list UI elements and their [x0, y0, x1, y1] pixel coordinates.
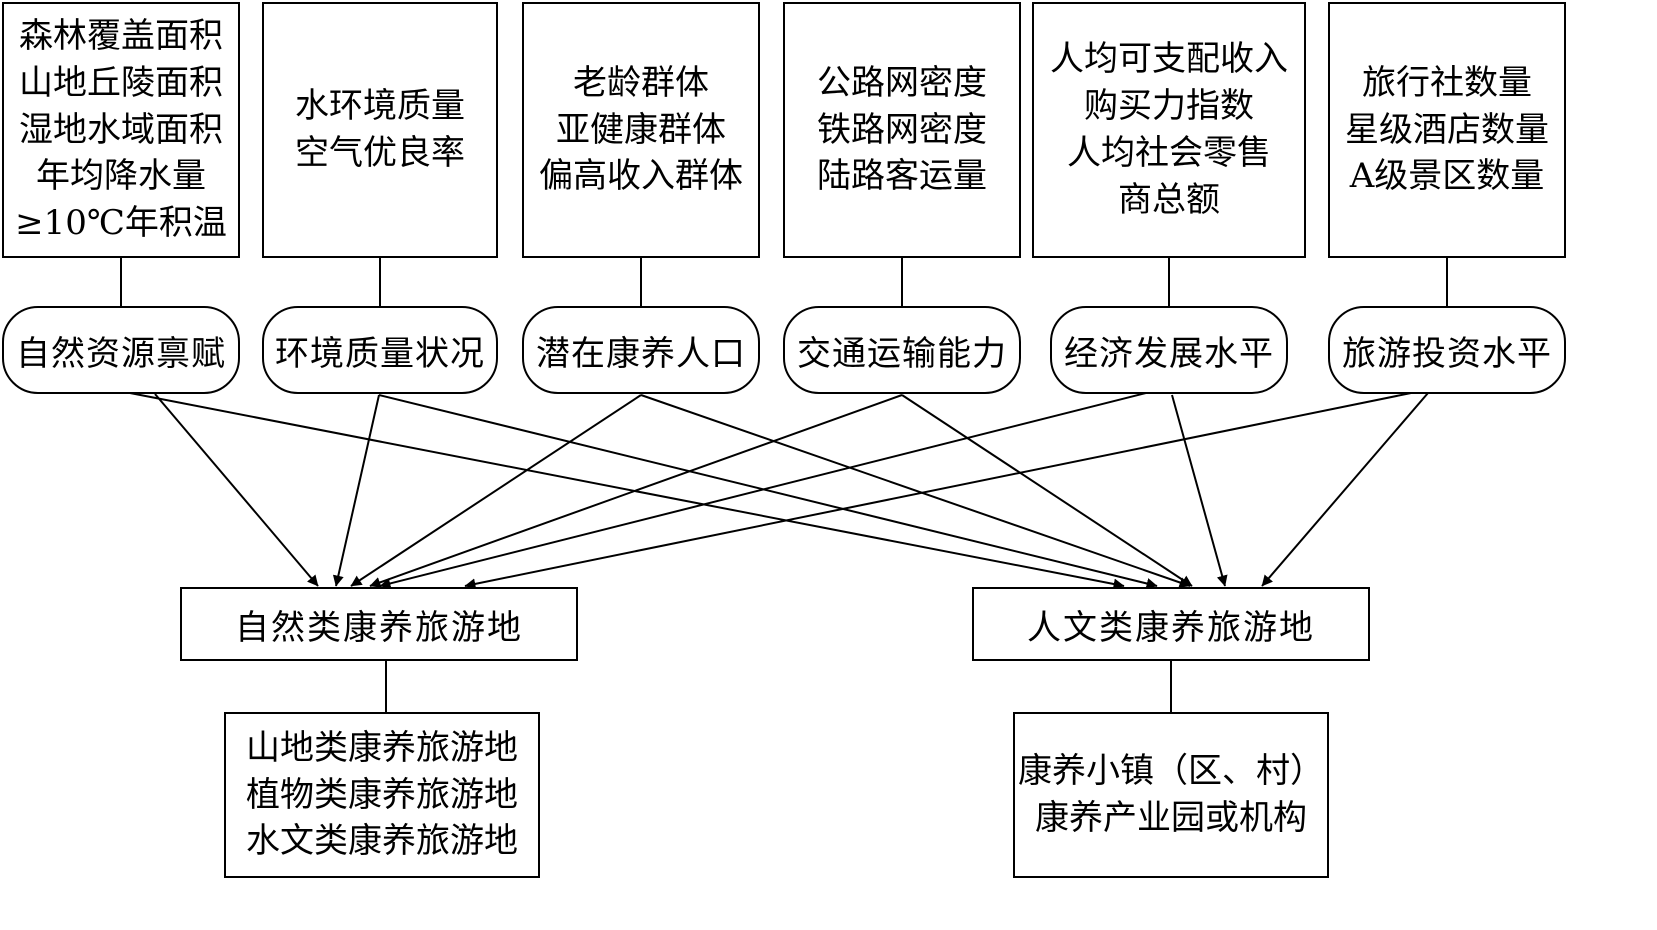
factor-economic-level: 经济发展水平 [1050, 306, 1288, 394]
destination-cultural: 人文类康养旅游地 [972, 587, 1370, 661]
indicator-box-tourism: 旅行社数量 星级酒店数量 A级景区数量 [1328, 2, 1566, 258]
factor-label: 交通运输能力 [797, 333, 1007, 374]
indicator-box-environment: 水环境质量 空气优良率 [262, 2, 498, 258]
factor-environment-quality: 环境质量状况 [262, 306, 498, 394]
indicator-text: 空气优良率 [295, 133, 465, 173]
influence-arrow-4 [350, 394, 642, 587]
destination-label: 自然类康养旅游地 [235, 607, 523, 648]
indicator-text: 偏高收入群体 [539, 156, 743, 197]
indicator-text: 年均降水量 [35, 156, 206, 197]
factor-label: 旅游投资水平 [1342, 333, 1552, 374]
indicator-text: 老龄群体 [573, 62, 709, 103]
indicator-text: A级景区数量 [1349, 156, 1545, 197]
influence-arrow-10 [464, 391, 1417, 590]
factor-tourism-investment: 旅游投资水平 [1328, 306, 1566, 394]
indicator-text: 商总额 [1118, 179, 1220, 220]
influence-arrow-5 [640, 394, 1191, 588]
destination-label: 人文类康养旅游地 [1027, 607, 1315, 648]
influence-arrow-11 [1261, 392, 1429, 587]
indicator-text: 星级酒店数量 [1345, 109, 1549, 150]
factor-potential-population: 潜在康养人口 [522, 306, 760, 394]
influence-arrow-8 [379, 391, 1151, 589]
indicator-text: 铁路网密度 [817, 109, 987, 150]
subtype-text: 水文类康养旅游地 [246, 821, 518, 862]
indicator-text: 人均可支配收入 [1050, 39, 1288, 80]
factor-label: 经济发展水平 [1064, 333, 1274, 374]
subtype-text: 植物类康养旅游地 [246, 774, 518, 815]
indicator-text: 亚健康群体 [556, 109, 726, 150]
indicator-text: 水环境质量 [295, 86, 465, 127]
subtype-box-cultural: 康养小镇（区、村） 康养产业园或机构 [1013, 712, 1329, 878]
destination-natural: 自然类康养旅游地 [180, 587, 578, 661]
indicator-box-economy: 人均可支配收入 购买力指数 人均社会零售 商总额 [1032, 2, 1306, 258]
influence-arrow-3 [378, 394, 1158, 589]
factor-label: 潜在康养人口 [536, 333, 746, 374]
factor-label: 自然资源禀赋 [16, 333, 226, 374]
influence-arrow-2 [332, 394, 380, 587]
indicator-box-natural-resources: 森林覆盖面积 山地丘陵面积 湿地水域面积 年均降水量 ≥10℃年积温 [2, 2, 240, 258]
influence-arrow-9 [1171, 394, 1228, 587]
subtype-box-natural: 山地类康养旅游地 植物类康养旅游地 水文类康养旅游地 [224, 712, 540, 878]
indicator-text: 人均社会零售 [1067, 133, 1271, 173]
indicator-text: 森林覆盖面积 [18, 15, 223, 56]
factor-label: 环境质量状况 [275, 333, 485, 374]
subtype-text: 康养产业园或机构 [1035, 798, 1307, 838]
influence-arrow-7 [901, 394, 1193, 587]
indicator-text: ≥10℃年积温 [15, 203, 227, 244]
influence-arrow-1 [129, 392, 1125, 590]
influence-arrow-0 [154, 393, 319, 587]
indicator-text: 陆路客运量 [817, 156, 987, 197]
influence-arrow-6 [369, 394, 903, 588]
indicator-text: 公路网密度 [817, 62, 987, 103]
subtype-text: 康养小镇（区、村） [1018, 751, 1324, 792]
indicator-text: 山地丘陵面积 [18, 62, 223, 103]
indicator-box-population: 老龄群体 亚健康群体 偏高收入群体 [522, 2, 760, 258]
factor-transport-capacity: 交通运输能力 [783, 306, 1021, 394]
factor-natural-resources: 自然资源禀赋 [2, 306, 240, 394]
indicator-text: 购买力指数 [1084, 86, 1254, 127]
indicator-text: 旅行社数量 [1362, 62, 1532, 103]
indicator-text: 湿地水域面积 [18, 109, 223, 150]
subtype-text: 山地类康养旅游地 [246, 727, 518, 768]
indicator-box-transport: 公路网密度 铁路网密度 陆路客运量 [783, 2, 1021, 258]
